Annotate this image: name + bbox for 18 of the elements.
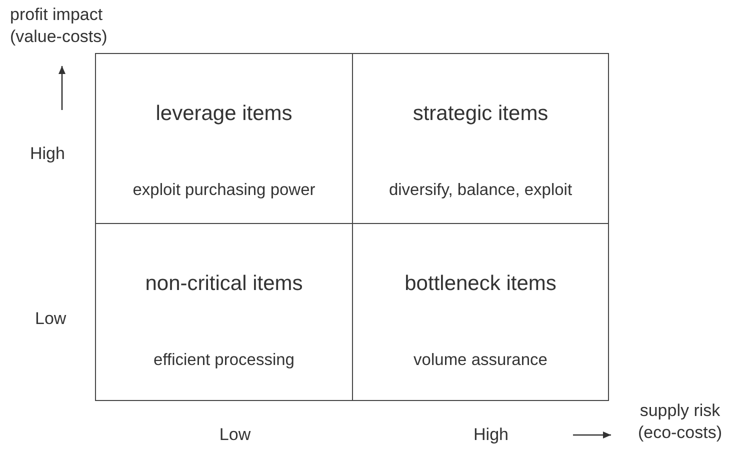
quadrant-description: efficient processing (154, 351, 294, 369)
quadrant-box (95, 53, 353, 225)
quadrant-description: exploit purchasing power (132, 181, 316, 199)
quadrant-title: bottleneck items (404, 272, 556, 295)
quadrant-box (352, 223, 609, 401)
quadrant-title: non-critical items (145, 272, 303, 295)
axis-label: profit impact (value-costs) (10, 4, 108, 48)
quadrant-box (352, 53, 609, 225)
axis-label: Low (218, 424, 252, 446)
quadrant-title: strategic items (412, 102, 548, 125)
axis-label: supply risk (eco-costs) (636, 400, 724, 444)
quadrant-title: leverage items (156, 102, 292, 125)
axis-label: High (472, 424, 510, 446)
axis-label: High (30, 143, 66, 165)
quadrant-description: diversify, balance, exploit (388, 181, 572, 199)
axis-label: Low (35, 308, 68, 330)
quadrant-description: volume assurance (414, 351, 548, 369)
quadrant-box (95, 223, 353, 401)
